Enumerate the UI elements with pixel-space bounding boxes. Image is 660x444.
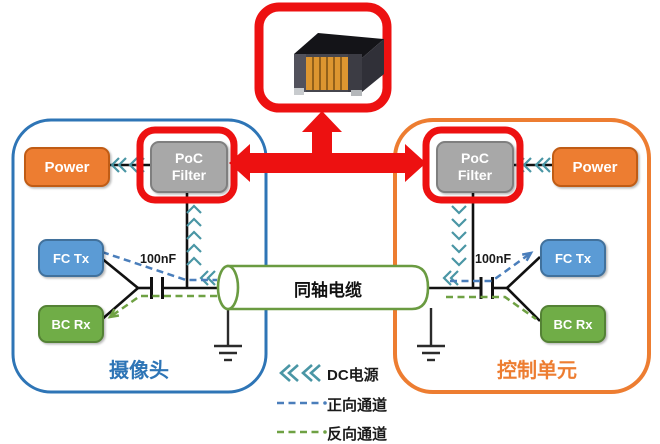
ground-symbol-camera (214, 308, 242, 362)
reverse-channel-dash-control (446, 295, 537, 321)
poc-filter-box-control: PoC Filter (436, 141, 514, 193)
poc-filter-highlight-control (422, 126, 524, 204)
inductor-photo (294, 33, 384, 96)
fc-tx-label-control: FC Tx (554, 250, 592, 266)
legend-reverse-line (277, 430, 327, 434)
control-unit-title: 控制单元 (497, 360, 577, 382)
power-box-camera: Power (24, 147, 110, 187)
fc-tx-box-camera: FC Tx (38, 239, 104, 277)
dc-chevrons-control (442, 157, 551, 286)
control-unit-outline (393, 118, 651, 394)
poc-filter-label-line2-camera: Filter (171, 167, 207, 183)
capacitor-label-control: 100nF (475, 252, 512, 266)
bc-rx-box-control: BC Rx (540, 305, 606, 343)
legend-dc-chevrons (279, 364, 321, 382)
poc-filter-label-line1-camera: PoC (175, 150, 203, 167)
forward-channel-dash-camera (101, 250, 217, 282)
dc-chevrons-camera (110, 157, 216, 286)
power-label-camera: Power (44, 158, 90, 176)
power-label-control: Power (572, 158, 618, 176)
bc-rx-label-camera: BC Rx (51, 316, 91, 332)
capacitor-symbol-control (479, 277, 494, 299)
legend-forward-channel-label: 正向通道 (327, 397, 388, 414)
power-box-control: Power (552, 147, 638, 187)
legend-reverse-channel-label: 反向通道 (327, 426, 388, 443)
red-up-arrow (302, 111, 342, 155)
reverse-channel-arrow-camera (107, 294, 217, 319)
legend-dc-power-label: DC电源 (327, 367, 379, 384)
forward-channel-arrow-control (450, 251, 534, 283)
poc-filter-label-line2-control: Filter (457, 167, 493, 183)
red-double-arrow (229, 144, 426, 182)
coax-cable (216, 264, 430, 311)
capacitor-label-camera: 100nF (140, 252, 177, 266)
camera-module-title: 摄像头 (109, 360, 169, 382)
coax-cable-label: 同轴电缆 (294, 281, 362, 300)
fc-tx-label-camera: FC Tx (52, 250, 90, 266)
camera-module-outline (11, 118, 268, 394)
poc-filter-label-line1-control: PoC (461, 150, 489, 167)
control-wiring (428, 163, 552, 322)
ground-symbol-control (417, 308, 445, 362)
fc-tx-box-control: FC Tx (540, 239, 606, 277)
bc-rx-box-camera: BC Rx (38, 305, 104, 343)
bc-rx-label-control: BC Rx (553, 316, 593, 332)
legend-forward-line (277, 401, 327, 405)
poc-filter-box-camera: PoC Filter (150, 141, 228, 193)
capacitor-symbol-camera (150, 277, 164, 299)
